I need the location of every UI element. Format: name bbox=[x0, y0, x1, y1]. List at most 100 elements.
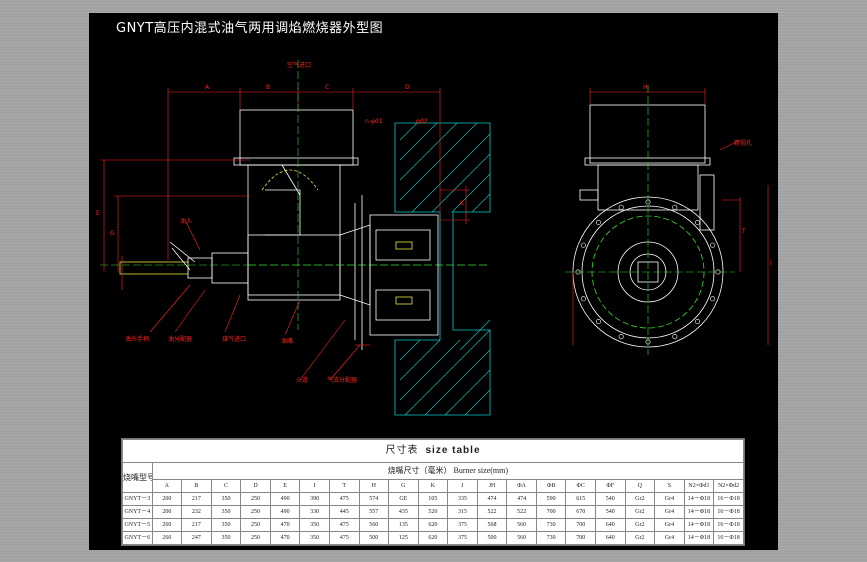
table-cell: 260 bbox=[151, 518, 183, 532]
table-cell: Gr4 bbox=[654, 505, 685, 519]
column-header: H bbox=[358, 479, 390, 493]
dim-label-k: K bbox=[460, 200, 464, 207]
table-cell: 470 bbox=[269, 531, 301, 545]
column-header: D bbox=[240, 479, 271, 493]
table-cell: 700 bbox=[565, 518, 596, 532]
front-dimensions bbox=[572, 88, 769, 345]
column-header: J bbox=[447, 479, 478, 493]
table-cell: Gr4 bbox=[654, 518, 685, 532]
drawing-title: GNYT高压内混式油气两用调焰燃烧器外型图 bbox=[116, 21, 384, 36]
table-cell: 350 bbox=[210, 505, 242, 519]
bolt-hole bbox=[596, 318, 602, 324]
dim-label-g: G bbox=[110, 230, 115, 237]
table-cell: 490 bbox=[269, 492, 301, 506]
column-header: G bbox=[388, 479, 419, 493]
table-cell: 14－Φ18 bbox=[683, 518, 715, 532]
column-header: C bbox=[210, 479, 242, 493]
table-cell: 475 bbox=[328, 518, 360, 532]
burner-block bbox=[369, 214, 439, 336]
table-cell: 640 bbox=[595, 531, 626, 545]
table-cell: 615 bbox=[565, 492, 596, 506]
table-cell: 250 bbox=[240, 505, 271, 519]
table-cell: 250 bbox=[240, 518, 271, 532]
bolt-hole bbox=[672, 204, 678, 210]
table-cell: 375 bbox=[447, 518, 478, 532]
row-type: GNYT－5 bbox=[122, 518, 153, 532]
table-cell: 375 bbox=[447, 531, 478, 545]
bolt-hole bbox=[580, 296, 586, 302]
table-cell: 700 bbox=[535, 505, 567, 519]
table-cell: 16－Φ18 bbox=[713, 505, 744, 519]
label-air-distributor: 气流分配器 bbox=[327, 377, 358, 384]
table-cell: 730 bbox=[535, 531, 567, 545]
row-type: GNYT－6 bbox=[122, 531, 153, 545]
bolt-hole bbox=[618, 334, 624, 340]
label-phi-d2: φd2 bbox=[416, 118, 428, 125]
bolt-hole bbox=[710, 296, 716, 302]
label-oil-distributor: 油分配器 bbox=[168, 336, 193, 343]
table-cell: 730 bbox=[535, 518, 567, 532]
dim-label-b: B bbox=[266, 84, 271, 91]
dim-label-i: I bbox=[770, 260, 772, 267]
dimension-lines bbox=[100, 88, 470, 346]
table-cell: 560 bbox=[358, 518, 390, 532]
size-subheader: 烧嘴尺寸（毫米） Burner size(mm) bbox=[151, 462, 745, 480]
table-cell: 200 bbox=[151, 492, 183, 506]
table-cell: 670 bbox=[565, 505, 596, 519]
column-header: S bbox=[654, 479, 685, 493]
row-type: GNYT－3 bbox=[122, 492, 153, 506]
bolt-hole bbox=[580, 242, 586, 248]
row-type: GNYT－4 bbox=[122, 505, 153, 519]
table-cell: 350 bbox=[299, 531, 330, 545]
table-cell: 250 bbox=[240, 492, 271, 506]
table-cell: 16－Φ18 bbox=[713, 492, 744, 506]
bolt-hole bbox=[618, 204, 624, 210]
table-cell: 522 bbox=[506, 505, 537, 519]
burner-body bbox=[247, 164, 341, 301]
column-header: I bbox=[299, 479, 330, 493]
table-cell: 574 bbox=[358, 492, 390, 506]
table-cell: 522 bbox=[476, 505, 508, 519]
table-cell: 14－Φ18 bbox=[683, 531, 715, 545]
table-cell: 250 bbox=[240, 531, 271, 545]
table-cell: 520 bbox=[417, 505, 449, 519]
column-header: T bbox=[328, 479, 360, 493]
table-cell: 557 bbox=[358, 505, 390, 519]
air-inlet-box bbox=[239, 109, 354, 166]
bolt-hole bbox=[672, 334, 678, 340]
center-lines bbox=[100, 60, 299, 330]
table-cell: 620 bbox=[417, 531, 449, 545]
table-cell: 620 bbox=[417, 518, 449, 532]
dim-label-a: A bbox=[205, 84, 210, 91]
table-cell: 350 bbox=[210, 492, 242, 506]
table-cell: 540 bbox=[595, 492, 626, 506]
table-cell: 125 bbox=[388, 531, 419, 545]
table-cell: 105 bbox=[417, 492, 449, 506]
dim-label-c: C bbox=[325, 84, 330, 91]
table-cell: 445 bbox=[328, 505, 360, 519]
dim-label-h: H bbox=[643, 84, 648, 91]
column-header: JH bbox=[476, 479, 508, 493]
table-cell: 490 bbox=[269, 505, 301, 519]
table-cell: Gr2 bbox=[624, 518, 656, 532]
label-flange-holes: n-φd1 bbox=[365, 118, 383, 125]
table-cell: 14－Φ18 bbox=[683, 492, 715, 506]
table-cell: 260 bbox=[151, 531, 183, 545]
table-cell: GE bbox=[388, 492, 419, 506]
table-cell: 590 bbox=[535, 492, 567, 506]
table-cell: 335 bbox=[447, 492, 478, 506]
table-cell: Gr4 bbox=[654, 531, 685, 545]
table-cell: 700 bbox=[565, 531, 596, 545]
bolt-hole bbox=[596, 220, 602, 226]
table-cell: 350 bbox=[210, 518, 242, 532]
table-cell: Gr2 bbox=[624, 505, 656, 519]
dim-label-d: D bbox=[405, 84, 410, 91]
column-header: K bbox=[417, 479, 449, 493]
table-cell: 500 bbox=[476, 531, 508, 545]
type-header: 烧嘴型号Type bbox=[122, 462, 153, 493]
front-center-lines bbox=[565, 85, 735, 355]
table-cell: 247 bbox=[181, 531, 212, 545]
table-cell: 16－Φ18 bbox=[713, 518, 744, 532]
